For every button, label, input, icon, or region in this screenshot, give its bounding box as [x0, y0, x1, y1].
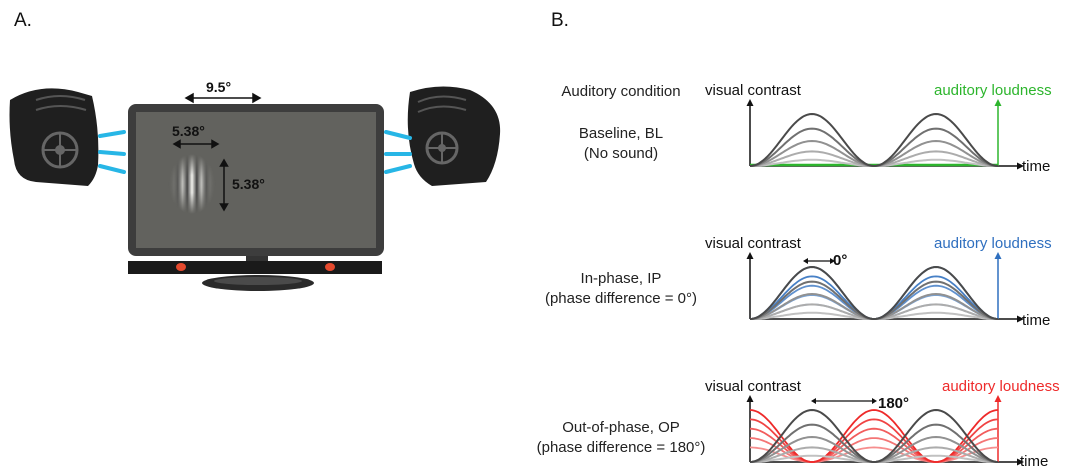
right-sound-waves-icon: [384, 130, 412, 174]
sound-curve: [749, 266, 999, 320]
y-axis-right-arrow-icon: [994, 395, 1002, 402]
visual-curve: [749, 112, 999, 168]
y-axis-left-arrow-icon: [746, 252, 754, 259]
gabor-height-label: 5.38°: [232, 176, 265, 192]
plot-op-phase-label: 180°: [878, 395, 910, 412]
condition-ip-name: In-phase, IP: [580, 270, 662, 287]
plot-bl-y-left-label: visual contrast: [705, 82, 801, 99]
plot-ip: [746, 252, 1024, 323]
panel-b-label: B.: [551, 10, 569, 31]
plot-ip-phase-label: 0°: [833, 252, 848, 269]
gabor-stimulus: [168, 154, 216, 214]
left-led-icon: [176, 263, 186, 271]
y-axis-right-arrow-icon: [994, 252, 1002, 259]
x-axis-arrow-icon: [1017, 315, 1024, 323]
monitor: [128, 104, 384, 291]
plot-bl-x-label: time: [1022, 158, 1051, 175]
right-led-icon: [325, 263, 335, 271]
plot-ip-x-label: time: [1022, 312, 1051, 329]
condition-ip-detail: (phase difference = 0°): [544, 290, 698, 307]
condition-op: Out-of-phase, OP (phase difference = 180…: [501, 418, 741, 458]
visual-curve: [749, 127, 999, 168]
plot-bl-y-right-label: auditory loudness: [934, 82, 1052, 99]
sound-curve: [749, 418, 999, 463]
setup-illustration: [9, 86, 501, 291]
panel-a-label: A.: [14, 10, 32, 31]
visual-curve: [749, 265, 999, 321]
x-axis-arrow-icon: [1017, 458, 1024, 466]
plot-op-y-left-label: visual contrast: [705, 378, 801, 395]
condition-ip: In-phase, IP (phase difference = 0°): [501, 269, 741, 309]
condition-bl-detail: (No sound): [583, 145, 659, 162]
condition-bl-name: Baseline, BL: [578, 125, 664, 142]
sound-curve: [749, 446, 999, 463]
plot-op: [746, 395, 1024, 466]
right-speaker: [407, 86, 501, 186]
condition-op-name: Out-of-phase, OP: [562, 419, 680, 436]
y-axis-left-arrow-icon: [746, 395, 754, 402]
plot-op-x-label: time: [1020, 453, 1049, 470]
plot-bl: [746, 99, 1024, 170]
conditions-header: Auditory condition: [561, 83, 681, 100]
y-axis-left-arrow-icon: [746, 99, 754, 106]
visual-curve: [749, 408, 999, 464]
x-axis-arrow-icon: [1017, 162, 1024, 170]
sound-curve: [749, 409, 999, 463]
y-axis-right-arrow-icon: [994, 99, 1002, 106]
visual-curve: [750, 303, 998, 320]
plot-ip-y-left-label: visual contrast: [705, 235, 801, 252]
plot-ip-y-right-label: auditory loudness: [934, 235, 1052, 252]
screen-width-label: 9.5°: [206, 79, 232, 95]
soundbar: [128, 261, 382, 274]
condition-op-detail: (phase difference = 180°): [536, 439, 706, 456]
condition-bl: Baseline, BL (No sound): [501, 124, 741, 164]
visual-curve: [749, 280, 999, 321]
sound-curve: [750, 303, 998, 320]
sound-curve: [750, 437, 998, 463]
sound-curve: [749, 427, 999, 463]
gabor-width-label: 5.38°: [172, 123, 205, 139]
left-sound-waves-icon: [98, 130, 126, 174]
plot-op-y-right-label: auditory loudness: [942, 378, 1060, 395]
left-speaker: [9, 88, 99, 186]
